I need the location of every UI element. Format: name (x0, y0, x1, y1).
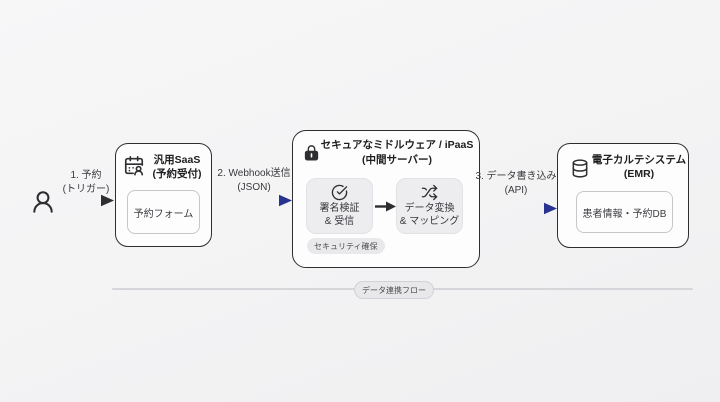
arrow1-label-line2: (トリガー) (62, 184, 110, 195)
node-saas-title: 汎用SaaS (予約受付) (144, 153, 210, 181)
security-badge: セキュリティ確保 (307, 238, 385, 254)
arrow1-label: 1. 予約 (トリガー) (42, 169, 130, 197)
node-middleware: セキュアなミドルウェア / iPaaS (中間サーバー) 署名検証 & 受信 (292, 130, 480, 268)
node-saas: 汎用SaaS (予約受付) 予約フォーム (115, 143, 212, 247)
verify-receive-line2: & 受信 (324, 215, 355, 227)
lock-icon (304, 145, 319, 161)
node-middleware-title: セキュアなミドルウェア / iPaaS (中間サーバー) (319, 138, 475, 167)
patient-db-box: 患者情報・予約DB (576, 191, 673, 233)
arrow1-label-line1: 1. 予約 (70, 170, 102, 181)
arrow-internal (375, 201, 396, 212)
patient-db-label: 患者情報・予約DB (582, 208, 667, 220)
node-middleware-title-line2: (中間サーバー) (362, 153, 432, 166)
arrow3-write (481, 202, 557, 215)
calendar-user-icon (124, 156, 144, 176)
arrow2-webhook (214, 194, 292, 207)
booking-form-box: 予約フォーム (127, 190, 200, 234)
verify-receive-box: 署名検証 & 受信 (306, 178, 373, 234)
booking-form-label: 予約フォーム (133, 208, 194, 220)
node-saas-title-line2: (予約受付) (152, 168, 202, 180)
arrow2-label: 2. Webhook送信 (JSON) (204, 167, 304, 195)
database-icon (572, 159, 588, 178)
node-saas-title-line1: 汎用SaaS (153, 154, 201, 166)
transform-mapping-line2: & マッピング (399, 215, 460, 227)
transform-mapping-box: データ変換 & マッピング (396, 178, 463, 234)
shuffle-icon (421, 184, 438, 201)
node-emr-title-line2: (EMR) (623, 168, 655, 180)
transform-mapping-line1: データ変換 (404, 203, 455, 214)
arrow2-label-line2: (JSON) (237, 182, 271, 193)
arrow3-label-line1: 3. データ書き込み (475, 171, 557, 182)
arrow3-label: 3. データ書き込み (API) (466, 170, 566, 198)
node-emr: 電子カルテシステム (EMR) 患者情報・予約DB (557, 143, 689, 248)
arrow2-label-line1: 2. Webhook送信 (217, 168, 291, 179)
node-middleware-title-line1: セキュアなミドルウェア / iPaaS (320, 139, 474, 151)
user-icon (33, 191, 53, 213)
node-emr-title: 電子カルテシステム (EMR) (590, 153, 688, 181)
arrow1-trigger (57, 194, 114, 207)
circle-check-icon (331, 184, 348, 201)
verify-receive-line1: 署名検証 (319, 203, 360, 214)
flow-title-pill: データ連携フロー (354, 281, 434, 299)
arrow3-label-line2: (API) (504, 185, 528, 196)
node-emr-title-line1: 電子カルテシステム (591, 154, 687, 166)
